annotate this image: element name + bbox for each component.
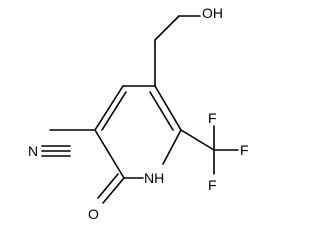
bond-c3-c4 bbox=[94, 85, 124, 131]
hydroxyl-label: OH bbox=[202, 5, 223, 21]
carbonyl-oxygen-label: O bbox=[88, 206, 99, 222]
fluorine-label-top: F bbox=[208, 110, 217, 126]
bond-c5-c6 bbox=[154, 85, 182, 131]
bond-c3-c4-double bbox=[101, 91, 127, 131]
fluorine-label-bottom: F bbox=[208, 177, 217, 193]
bond-c6-cf3 bbox=[180, 129, 215, 151]
fluorine-label-right: F bbox=[240, 142, 249, 158]
ring-nh-label: NH bbox=[144, 170, 164, 186]
nitrile-nitrogen-label: N bbox=[28, 143, 38, 159]
bond-ch2-ch2 bbox=[154, 15, 180, 41]
molecule-structure: OH N NH O F F F bbox=[28, 5, 249, 222]
bond-c2-o bbox=[102, 177, 125, 204]
bond-c6-n1 bbox=[162, 129, 182, 165]
bond-c2-o-double bbox=[97, 173, 119, 199]
bond-c2-c3 bbox=[94, 129, 125, 179]
bond-c5-c6-double bbox=[149, 91, 174, 131]
